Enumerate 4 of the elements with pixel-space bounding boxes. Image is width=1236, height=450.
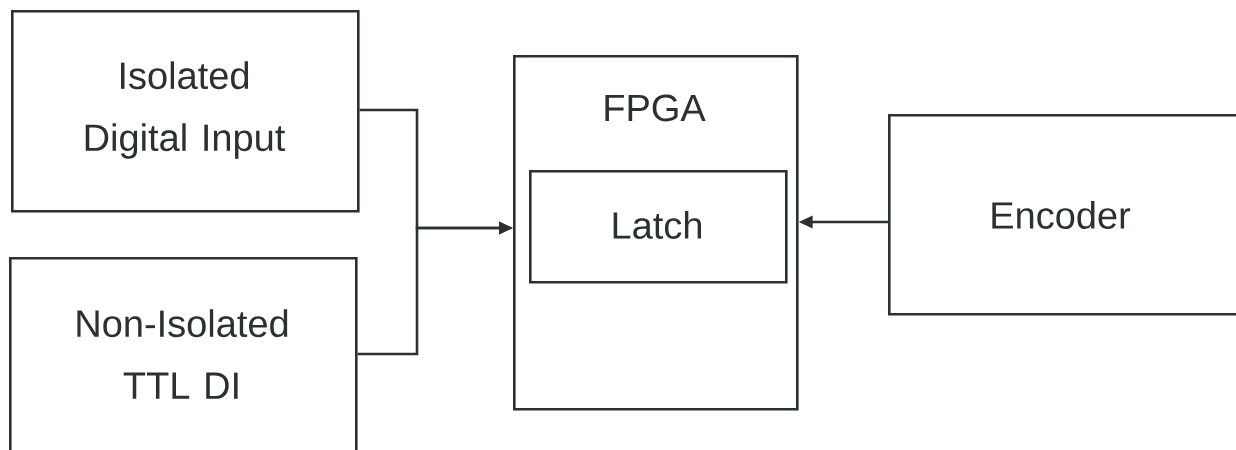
latch-box: Latch [529, 170, 788, 284]
input-box: Non-Isolated TTL DI [9, 257, 358, 450]
encoder-box: Encoder [888, 114, 1236, 316]
input-box: Isolated Digital Input [11, 10, 360, 213]
